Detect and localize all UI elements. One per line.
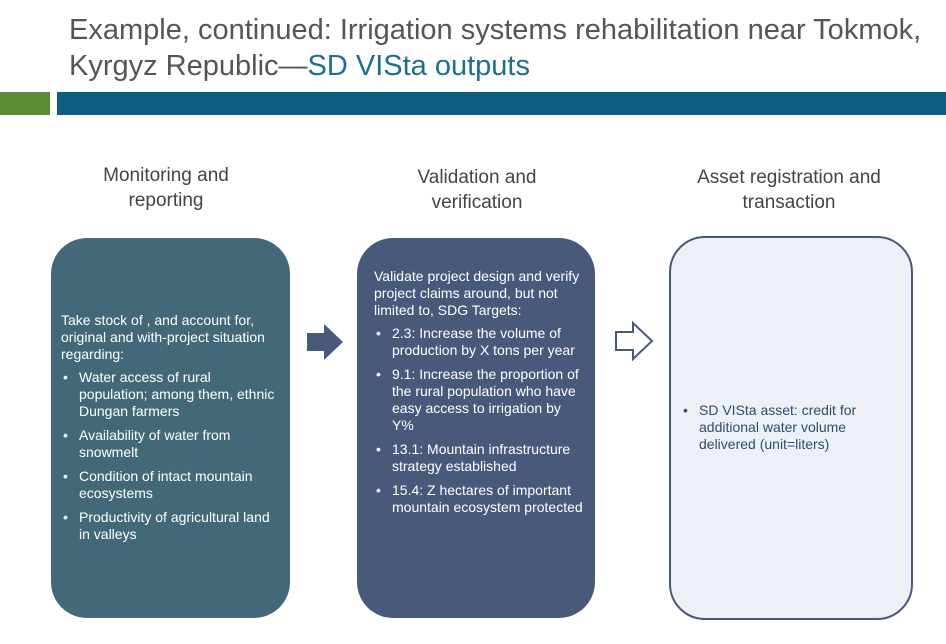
- list-item: Water access of rural population; among …: [61, 369, 280, 420]
- list-item: Productivity of agricultural land in val…: [61, 509, 280, 543]
- heading-validation-line1: Validation and: [417, 167, 537, 188]
- list-item: 13.1: Mountain infrastructure strategy e…: [374, 441, 585, 475]
- list-item: SD VISta asset: credit for additional wa…: [681, 402, 901, 453]
- validation-list: 2.3: Increase the volume of production b…: [374, 325, 585, 516]
- list-item: Availability of water from snowmelt: [61, 427, 280, 461]
- validation-box: Validate project design and verify proje…: [357, 238, 595, 618]
- heading-asset-line2: transaction: [742, 192, 836, 213]
- arrow-right-filled-icon: [307, 324, 343, 360]
- list-item: 15.4: Z hectares of important mountain e…: [374, 482, 585, 516]
- arrow-right-outline-icon: [615, 320, 654, 362]
- slide-title: Example, continued: Irrigation systems r…: [69, 12, 929, 84]
- asset-list: SD VISta asset: credit for additional wa…: [681, 402, 901, 453]
- heading-monitoring-line1: Monitoring and: [103, 165, 229, 186]
- monitoring-box: Take stock of , and account for, origina…: [51, 238, 290, 618]
- monitoring-intro: Take stock of , and account for, origina…: [61, 312, 265, 362]
- header-bar-green: [0, 92, 50, 115]
- list-item: 2.3: Increase the volume of production b…: [374, 325, 585, 359]
- heading-validation-line2: verification: [431, 192, 523, 213]
- heading-asset: Asset registration and transaction: [667, 165, 911, 215]
- heading-asset-line1: Asset registration and: [697, 167, 881, 188]
- heading-monitoring-line2: reporting: [128, 190, 204, 211]
- monitoring-list: Water access of rural population; among …: [61, 369, 280, 543]
- header-bar-blue: [57, 92, 946, 115]
- list-item: 9.1: Increase the proportion of the rura…: [374, 366, 585, 434]
- title-accent: SD VISta outputs: [307, 50, 530, 82]
- heading-validation: Validation and verification: [362, 165, 592, 215]
- heading-monitoring: Monitoring and reporting: [51, 163, 281, 213]
- title-main: Example, continued: Irrigation systems r…: [69, 14, 922, 82]
- asset-box: SD VISta asset: credit for additional wa…: [669, 236, 913, 620]
- list-item: Condition of intact mountain ecosystems: [61, 468, 280, 502]
- validation-intro: Validate project design and verify proje…: [374, 268, 580, 318]
